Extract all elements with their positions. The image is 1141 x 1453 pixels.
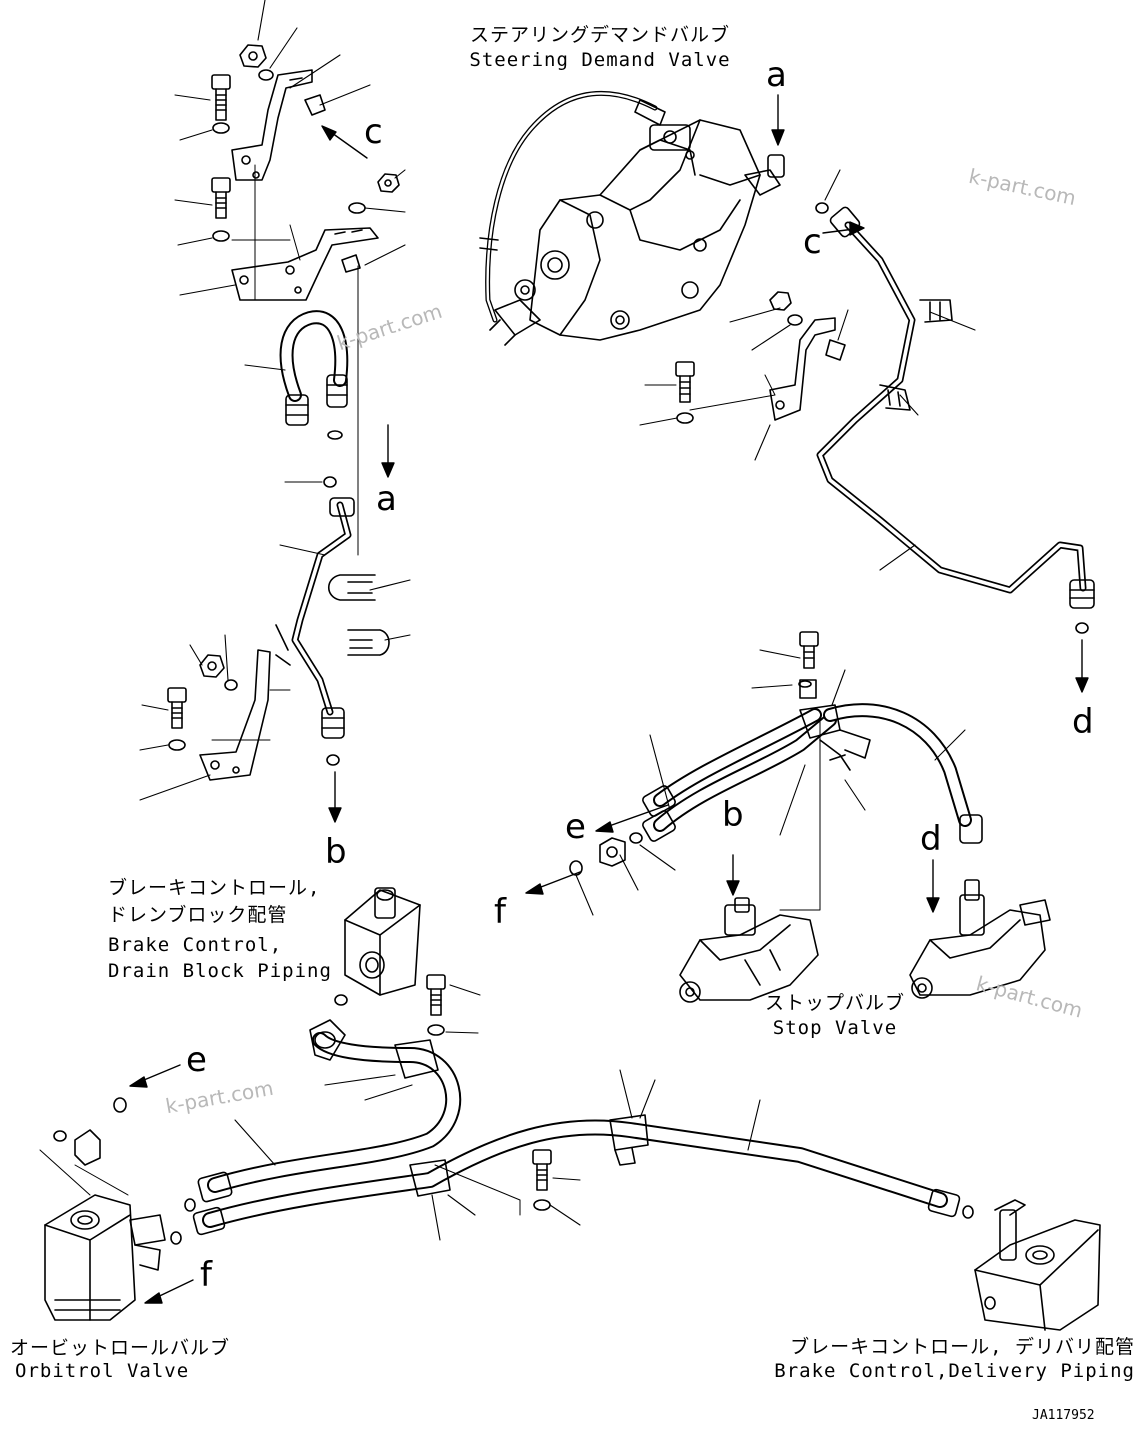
leader-lines bbox=[139, 0, 976, 1241]
stop-valve-right bbox=[909, 879, 1051, 999]
ref-letter-c-left: c bbox=[364, 112, 383, 152]
ref-letter-a-left: a bbox=[376, 479, 397, 519]
brake-drain-label-en1: Brake Control, bbox=[108, 934, 283, 956]
drain-block bbox=[334, 887, 421, 1006]
ref-letter-f-mid: f bbox=[494, 892, 506, 932]
right-pipe-assembly bbox=[675, 202, 1095, 634]
brake-drain-label-en2: Drain Block Piping bbox=[108, 960, 332, 982]
left-pipe-assembly bbox=[167, 497, 390, 781]
stop-valve-label-en: Stop Valve bbox=[772, 1017, 898, 1039]
ref-letter-d-right: d bbox=[1072, 702, 1094, 742]
brake-delivery-label-en: Brake Control,Delivery Piping bbox=[774, 1360, 1135, 1382]
left-bracket-assembly bbox=[211, 44, 400, 556]
ref-letter-f-bottom: f bbox=[200, 1255, 212, 1295]
brake-drain-label-jp1: ブレーキコントロール, bbox=[108, 877, 321, 899]
left-hose-loop bbox=[279, 310, 349, 488]
orbitrol-valve-label-jp: オービットロールバルブ bbox=[10, 1337, 231, 1359]
lower-hoses bbox=[192, 974, 961, 1236]
ref-letter-b-right: b bbox=[722, 795, 744, 835]
orbitrol-valve-label-en: Orbitrol Valve bbox=[15, 1360, 190, 1382]
ref-letter-e-mid: e bbox=[565, 807, 586, 847]
steering-demand-valve-label-en: Steering Demand Valve bbox=[469, 49, 731, 71]
brake-delivery-label-jp: ブレーキコントロール, デリバリ配管 bbox=[790, 1336, 1135, 1358]
orbitrol-valve bbox=[39, 1097, 196, 1321]
reference-arrows bbox=[129, 94, 1089, 1304]
ref-letter-b-left: b bbox=[325, 832, 347, 872]
ref-letter-d-stop: d bbox=[920, 819, 942, 859]
ref-letter-e-bottom: e bbox=[186, 1040, 207, 1080]
brake-drain-label-jp2: ドレンブロック配管 bbox=[108, 904, 288, 926]
ref-letter-a-top: a bbox=[766, 55, 787, 95]
stop-valve-left bbox=[679, 897, 819, 1003]
ref-letter-c-right: c bbox=[803, 222, 822, 262]
steering-demand-valve-drawing bbox=[479, 90, 785, 346]
stop-valve-label-jp: ストップバルブ bbox=[764, 992, 905, 1014]
stop-valve-hoses bbox=[569, 631, 983, 911]
steering-demand-valve-label-jp: ステアリングデマンドバルブ bbox=[469, 24, 730, 46]
delivery-block bbox=[962, 1199, 1101, 1331]
drawing-code: JA117952 bbox=[1032, 1408, 1095, 1423]
